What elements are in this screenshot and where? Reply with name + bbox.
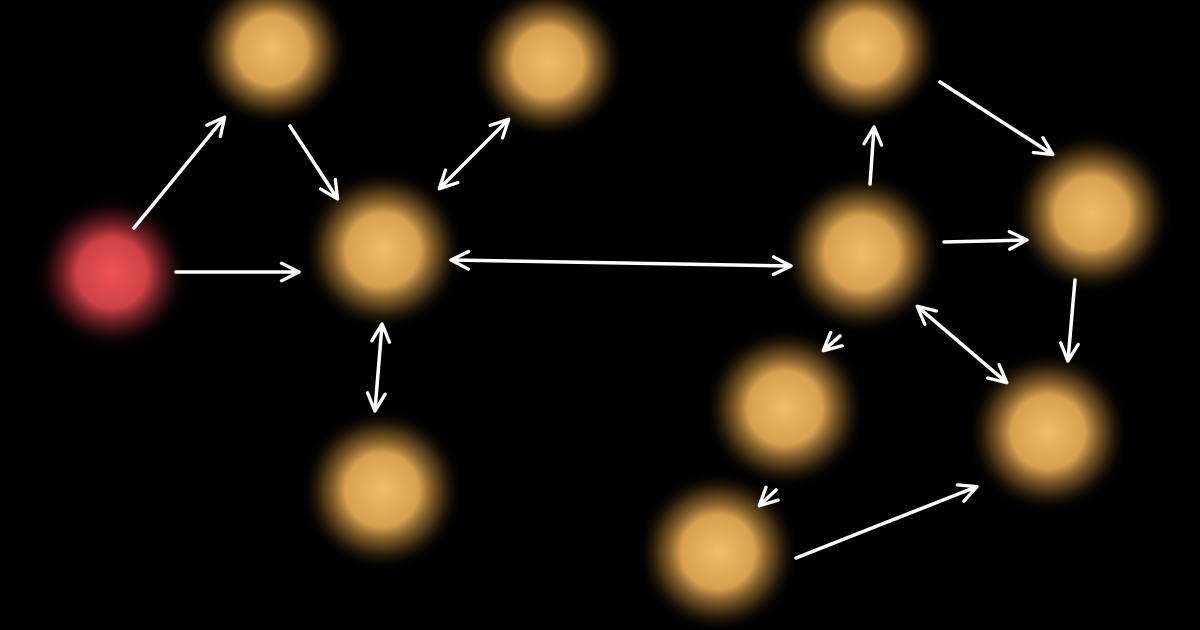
node-left-hub — [301, 168, 465, 332]
node-lower-middle — [703, 326, 867, 490]
edge-right-hub-to-top-right — [862, 125, 884, 186]
edge-right-hub-to-lower-right — [915, 304, 1009, 385]
edge-far-right-to-lower-right — [1059, 278, 1080, 363]
edge-bottom-middle-to-lower-right — [794, 483, 979, 560]
edge-left-hub-to-bottom-left — [365, 322, 392, 413]
edge-source-to-top-left — [132, 115, 227, 230]
nodes-layer — [34, 0, 1174, 630]
edge-top-right-to-far-right — [938, 80, 1055, 157]
edge-top-left-to-left-hub — [288, 124, 340, 201]
node-right-hub — [780, 171, 944, 335]
edges-layer — [132, 80, 1080, 560]
node-bottom-left — [300, 408, 464, 572]
node-top-left — [194, 0, 350, 128]
node-far-right — [1010, 131, 1174, 295]
edge-right-hub-to-lower-middle — [821, 330, 844, 353]
edge-left-hub-to-right-hub — [449, 249, 793, 277]
node-top-right — [787, 0, 943, 126]
edge-right-hub-to-far-right — [942, 229, 1029, 251]
node-lower-right — [966, 350, 1130, 514]
node-bottom-middle — [636, 470, 800, 630]
edge-left-hub-to-top-middle — [437, 117, 511, 191]
node-top-middle — [470, 0, 626, 140]
edge-lower-middle-to-bottom-middle — [757, 485, 780, 508]
node-source — [34, 195, 190, 351]
